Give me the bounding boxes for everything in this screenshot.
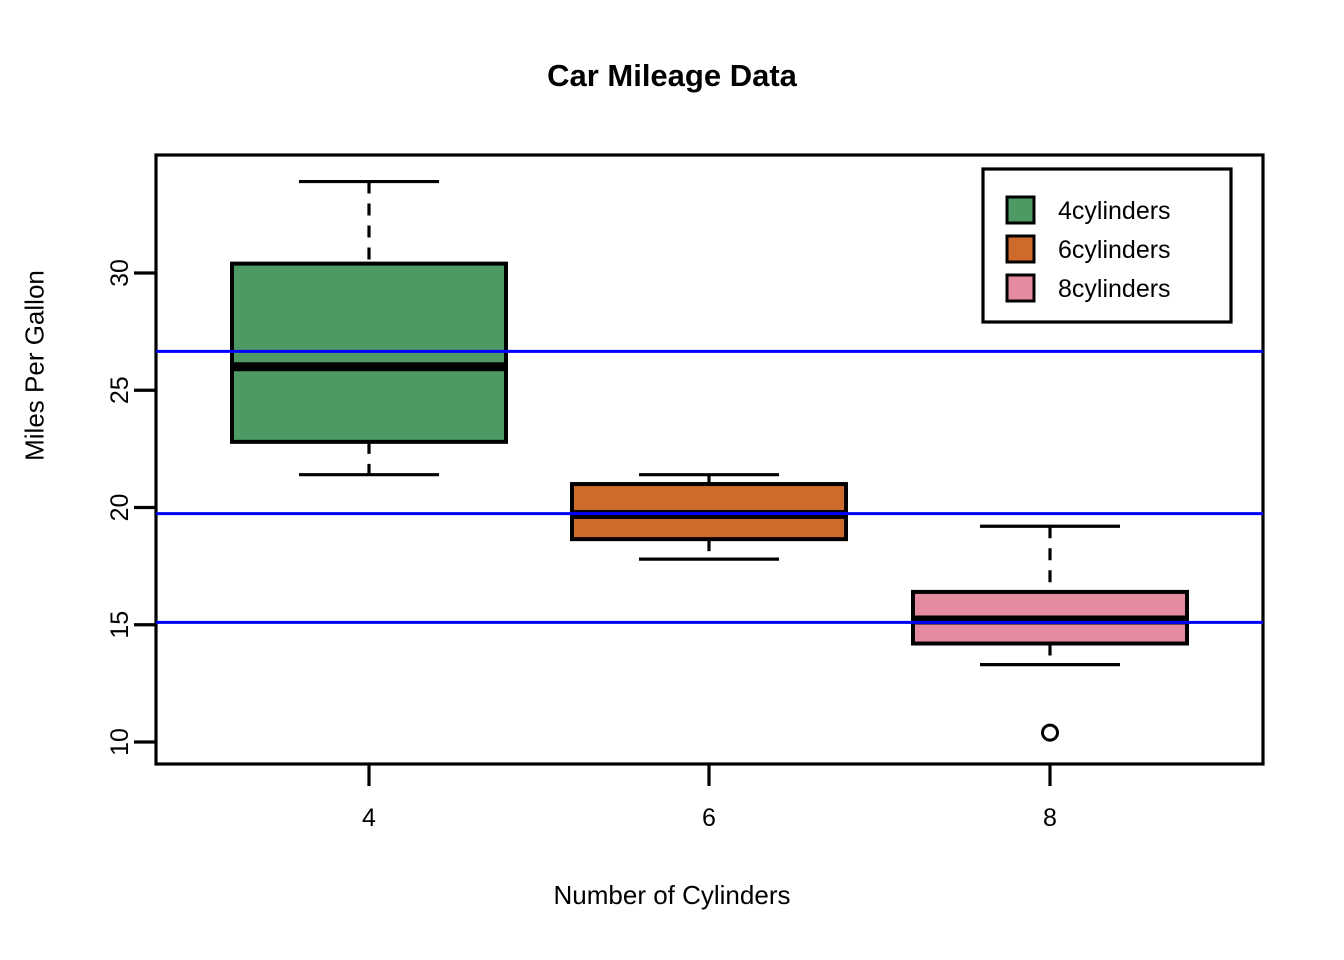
x-axis-tick-label: 8	[1043, 804, 1057, 832]
y-axis-tick-label: 15	[106, 611, 134, 639]
boxplot-box-8	[911, 524, 1189, 742]
x-axis-tick-label: 4	[362, 804, 376, 832]
y-axis-tick-label: 30	[106, 259, 134, 287]
legend-swatch-2	[1005, 234, 1036, 264]
legend: 4cylinders 6cylinders 8cylinders	[981, 167, 1233, 324]
y-axis-tick-label: 20	[106, 494, 134, 522]
boxplot-box-6	[570, 473, 848, 561]
x-axis-label: Number of Cylinders	[553, 880, 791, 910]
legend-label-2: 6cylinders	[1058, 236, 1171, 264]
x-axis-tick-label: 6	[702, 804, 716, 832]
legend-swatch-1	[1005, 195, 1036, 225]
legend-swatch-3	[1005, 273, 1036, 303]
legend-label-3: 8cylinders	[1058, 275, 1171, 303]
legend-label-1: 4cylinders	[1058, 197, 1171, 225]
chart-title: Car Mileage Data	[547, 58, 797, 93]
outlier-point	[1041, 723, 1059, 742]
boxplot-box-4	[230, 179, 508, 477]
y-axis-tick-label: 25	[106, 376, 134, 404]
y-axis-tick-label: 10	[106, 728, 134, 756]
